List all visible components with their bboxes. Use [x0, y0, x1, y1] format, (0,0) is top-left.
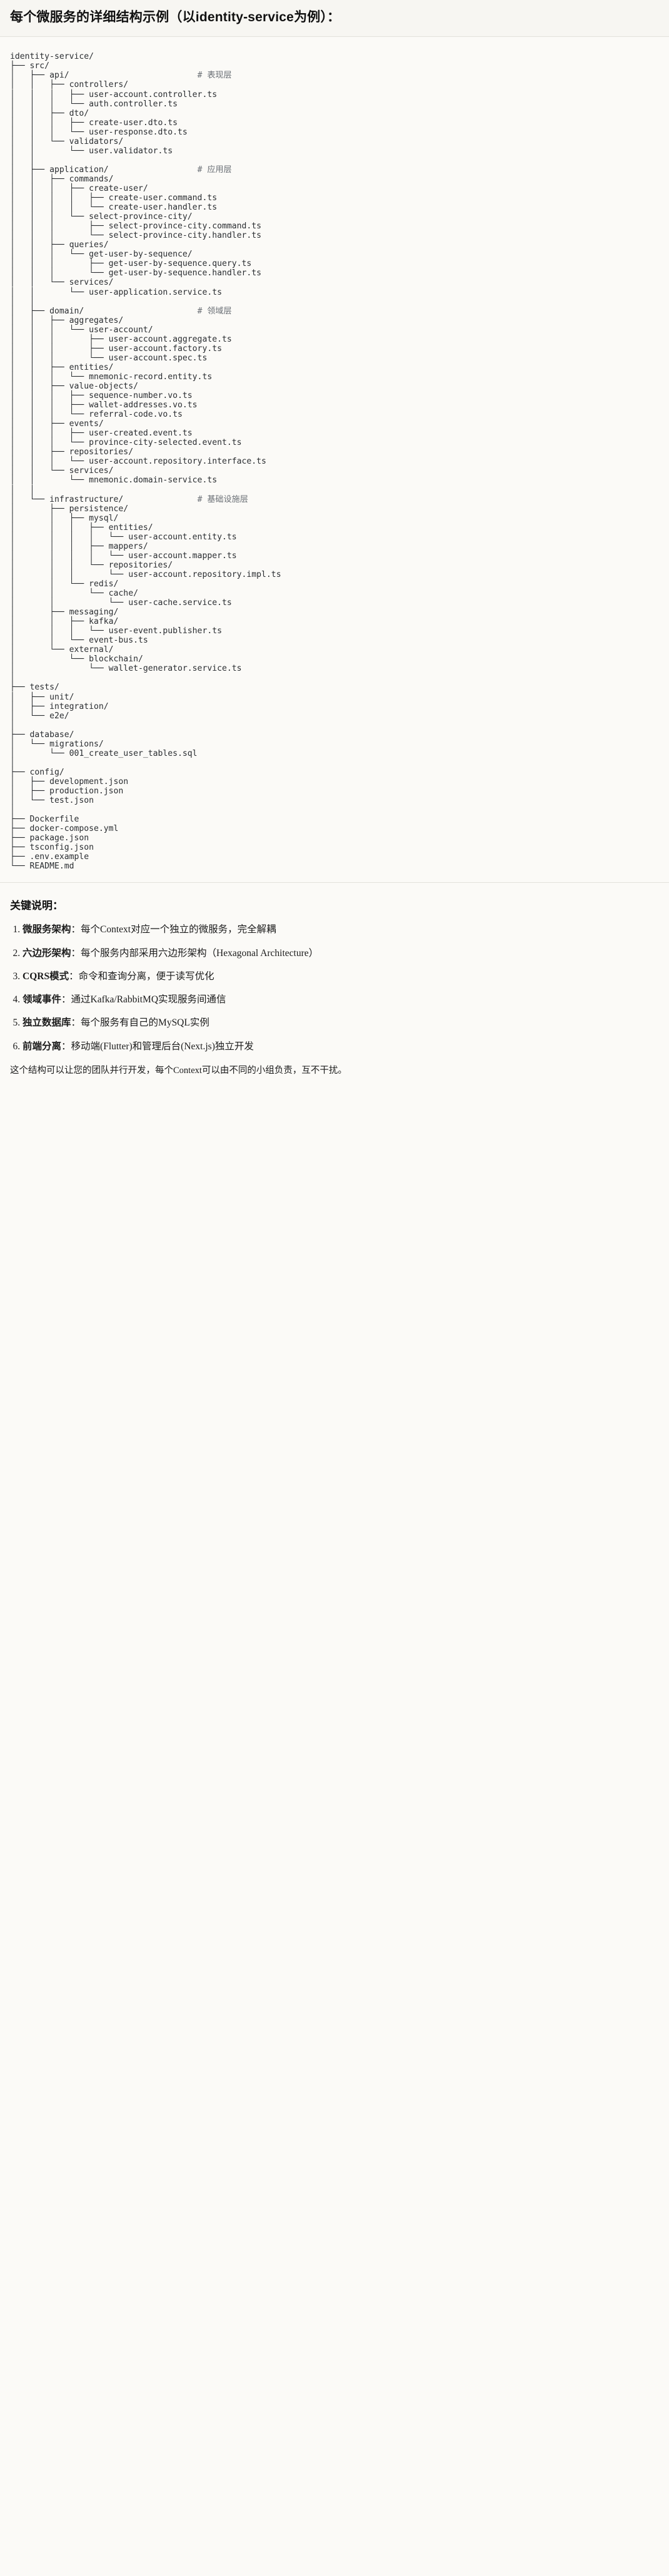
list-item: 前端分离：移动端(Flutter)和管理后台(Next.js)独立开发 — [23, 1039, 659, 1054]
note-description: 每个服务有自己的MySQL实例 — [81, 1017, 209, 1029]
list-item: CQRS模式：命令和查询分离，便于读写优化 — [23, 969, 659, 984]
key-notes-heading: 关键说明： — [10, 900, 63, 912]
key-notes-list: 微服务架构：每个Context对应一个独立的微服务，完全解耦 六边形架构：每个服… — [10, 922, 659, 1054]
tree-layer-comment: # 表现层 — [197, 71, 232, 81]
note-separator: ： — [61, 994, 71, 1005]
note-term: 微服务架构 — [23, 924, 71, 935]
note-description: 命令和查询分离，便于读写优化 — [78, 970, 214, 982]
page-title: 每个微服务的详细结构示例（以identity-service为例）： — [10, 10, 341, 24]
list-item: 独立数据库：每个服务有自己的MySQL实例 — [23, 1016, 659, 1030]
note-separator: ： — [71, 924, 81, 935]
directory-tree-block: identity-service/ ├── src/ │ ├── api/ # … — [0, 37, 669, 883]
note-term: 前端分离 — [23, 1041, 62, 1052]
note-description: 每个Context对应一个独立的微服务，完全解耦 — [81, 924, 276, 935]
note-description: 通过Kafka/RabbitMQ实现服务间通信 — [71, 994, 226, 1005]
list-item: 领域事件：通过Kafka/RabbitMQ实现服务间通信 — [23, 992, 659, 1007]
title-block: 每个微服务的详细结构示例（以identity-service为例）： — [0, 0, 669, 38]
tree-layer-comment: # 基础设施层 — [197, 494, 248, 504]
closing-paragraph: 这个结构可以让您的团队并行开发，每个Context可以由不同的小组负责，互不干扰… — [10, 1065, 347, 1076]
note-description: 移动端(Flutter)和管理后台(Next.js)独立开发 — [71, 1041, 254, 1052]
list-item: 微服务架构：每个Context对应一个独立的微服务，完全解耦 — [23, 922, 659, 937]
note-separator: ： — [69, 970, 79, 982]
note-description: 每个服务内部采用六边形架构（Hexagonal Architecture） — [81, 947, 319, 959]
tree-layer-comment: # 应用层 — [197, 165, 232, 175]
note-term: 独立数据库 — [23, 1017, 71, 1029]
note-term: CQRS模式 — [23, 970, 69, 982]
list-item: 六边形架构：每个服务内部采用六边形架构（Hexagonal Architectu… — [23, 946, 659, 960]
directory-tree: identity-service/ ├── src/ │ ├── api/ # … — [10, 52, 281, 872]
key-notes-block: 关键说明： 微服务架构：每个Context对应一个独立的微服务，完全解耦 六边形… — [0, 882, 669, 1091]
note-separator: ： — [61, 1041, 71, 1052]
note-separator: ： — [71, 1017, 81, 1029]
note-term: 领域事件 — [23, 994, 62, 1005]
note-separator: ： — [71, 947, 81, 959]
note-term: 六边形架构 — [23, 947, 71, 959]
tree-layer-comment: # 领域层 — [197, 306, 232, 316]
